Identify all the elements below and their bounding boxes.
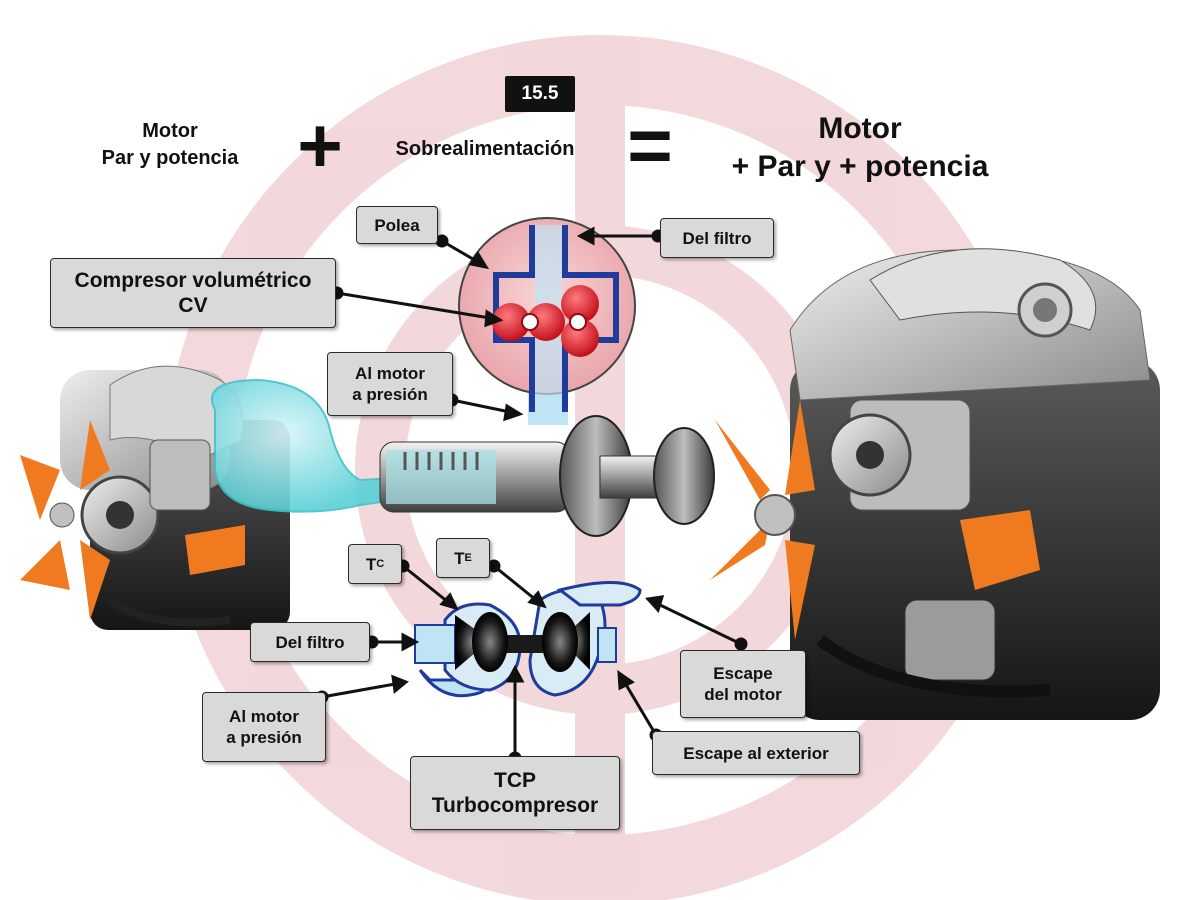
plus-symbol: + <box>297 101 343 189</box>
volumetric-compressor-illustration <box>458 217 636 425</box>
turbocharger-illustration <box>414 581 642 698</box>
label-escape-motor-line2: del motor <box>704 685 782 704</box>
equation-left-text: Motor Par y potencia <box>70 118 270 172</box>
label-del-filtro-bottom: Del filtro <box>250 622 370 662</box>
balloon-syringe-illustration <box>211 378 715 537</box>
equation-right-line1: Motor <box>818 112 902 145</box>
equation-left-line2: Par y potencia <box>101 147 239 169</box>
label-al-motor-bottom-line2: a presión <box>226 728 302 747</box>
label-compresor-line1: Compresor volumétrico <box>74 269 312 292</box>
label-tc-sub: C <box>376 557 385 570</box>
label-escape-exterior-text: Escape al exterior <box>683 743 829 763</box>
large-engine-illustration <box>710 248 1160 720</box>
label-al-motor-bottom-line1: Al motor <box>229 707 299 726</box>
label-te-main: T <box>454 548 465 568</box>
label-al-motor-top: Al motor a presión <box>327 352 453 416</box>
equation-left-line1: Motor <box>142 120 198 142</box>
equation-middle-text: Sobrealimentación <box>395 138 575 160</box>
equals-symbol: = <box>627 101 673 189</box>
label-te-sub: E <box>464 551 472 564</box>
label-tcp-line1: TCP <box>494 769 536 792</box>
label-compresor-line2: CV <box>178 294 208 317</box>
label-al-motor-top-line1: Al motor <box>355 364 425 383</box>
equation-right-text: Motor + Par y + potencia <box>690 110 1030 186</box>
equation-right-line2: + Par y + potencia <box>731 150 989 183</box>
label-del-filtro-top-text: Del filtro <box>682 228 752 248</box>
label-tcp-line2: Turbocompresor <box>431 794 599 817</box>
label-polea: Polea <box>356 206 438 244</box>
label-escape-motor-line1: Escape <box>713 664 773 683</box>
figure-number-badge: 15.5 <box>505 76 575 112</box>
label-tc-main: T <box>365 554 377 574</box>
label-escape-al-exterior: Escape al exterior <box>652 731 860 775</box>
label-al-motor-bottom: Al motor a presión <box>202 692 326 762</box>
label-polea-text: Polea <box>374 215 420 235</box>
label-del-filtro-bottom-text: Del filtro <box>275 632 345 652</box>
label-turbocompresor: TCP Turbocompresor <box>410 756 620 830</box>
label-al-motor-top-line2: a presión <box>352 385 428 404</box>
label-escape-del-motor: Escape del motor <box>680 650 806 718</box>
label-compresor-volumetrico: Compresor volumétrico CV <box>50 258 336 328</box>
label-del-filtro-top: Del filtro <box>660 218 774 258</box>
